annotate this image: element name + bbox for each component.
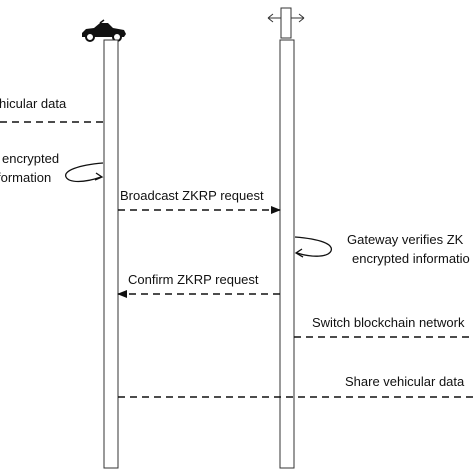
self-action-gateway-line-2: encrypted informatio bbox=[352, 251, 470, 266]
message-vehicular-data-label: hicular data bbox=[0, 96, 67, 111]
self-action-vehicle-line-1: encrypted bbox=[2, 151, 59, 166]
vehicle-lifeline bbox=[103, 39, 119, 469]
message-confirm-zkrp-label: Confirm ZKRP request bbox=[128, 272, 259, 287]
self-action-vehicle-line-2: formation bbox=[0, 170, 51, 185]
gateway-lifeline bbox=[279, 39, 295, 469]
message-switch-blockchain-label: Switch blockchain network bbox=[312, 315, 465, 330]
car-icon bbox=[82, 19, 126, 42]
vehicle-self-loop-arrow bbox=[65, 162, 104, 183]
gateway-signpost-icon bbox=[267, 7, 305, 39]
message-share-vehicular-label: Share vehicular data bbox=[345, 374, 465, 389]
gateway-self-loop-arrow bbox=[294, 236, 332, 258]
self-action-gateway-line-1: Gateway verifies ZK bbox=[347, 232, 464, 247]
message-broadcast-zkrp-label: Broadcast ZKRP request bbox=[120, 188, 264, 203]
